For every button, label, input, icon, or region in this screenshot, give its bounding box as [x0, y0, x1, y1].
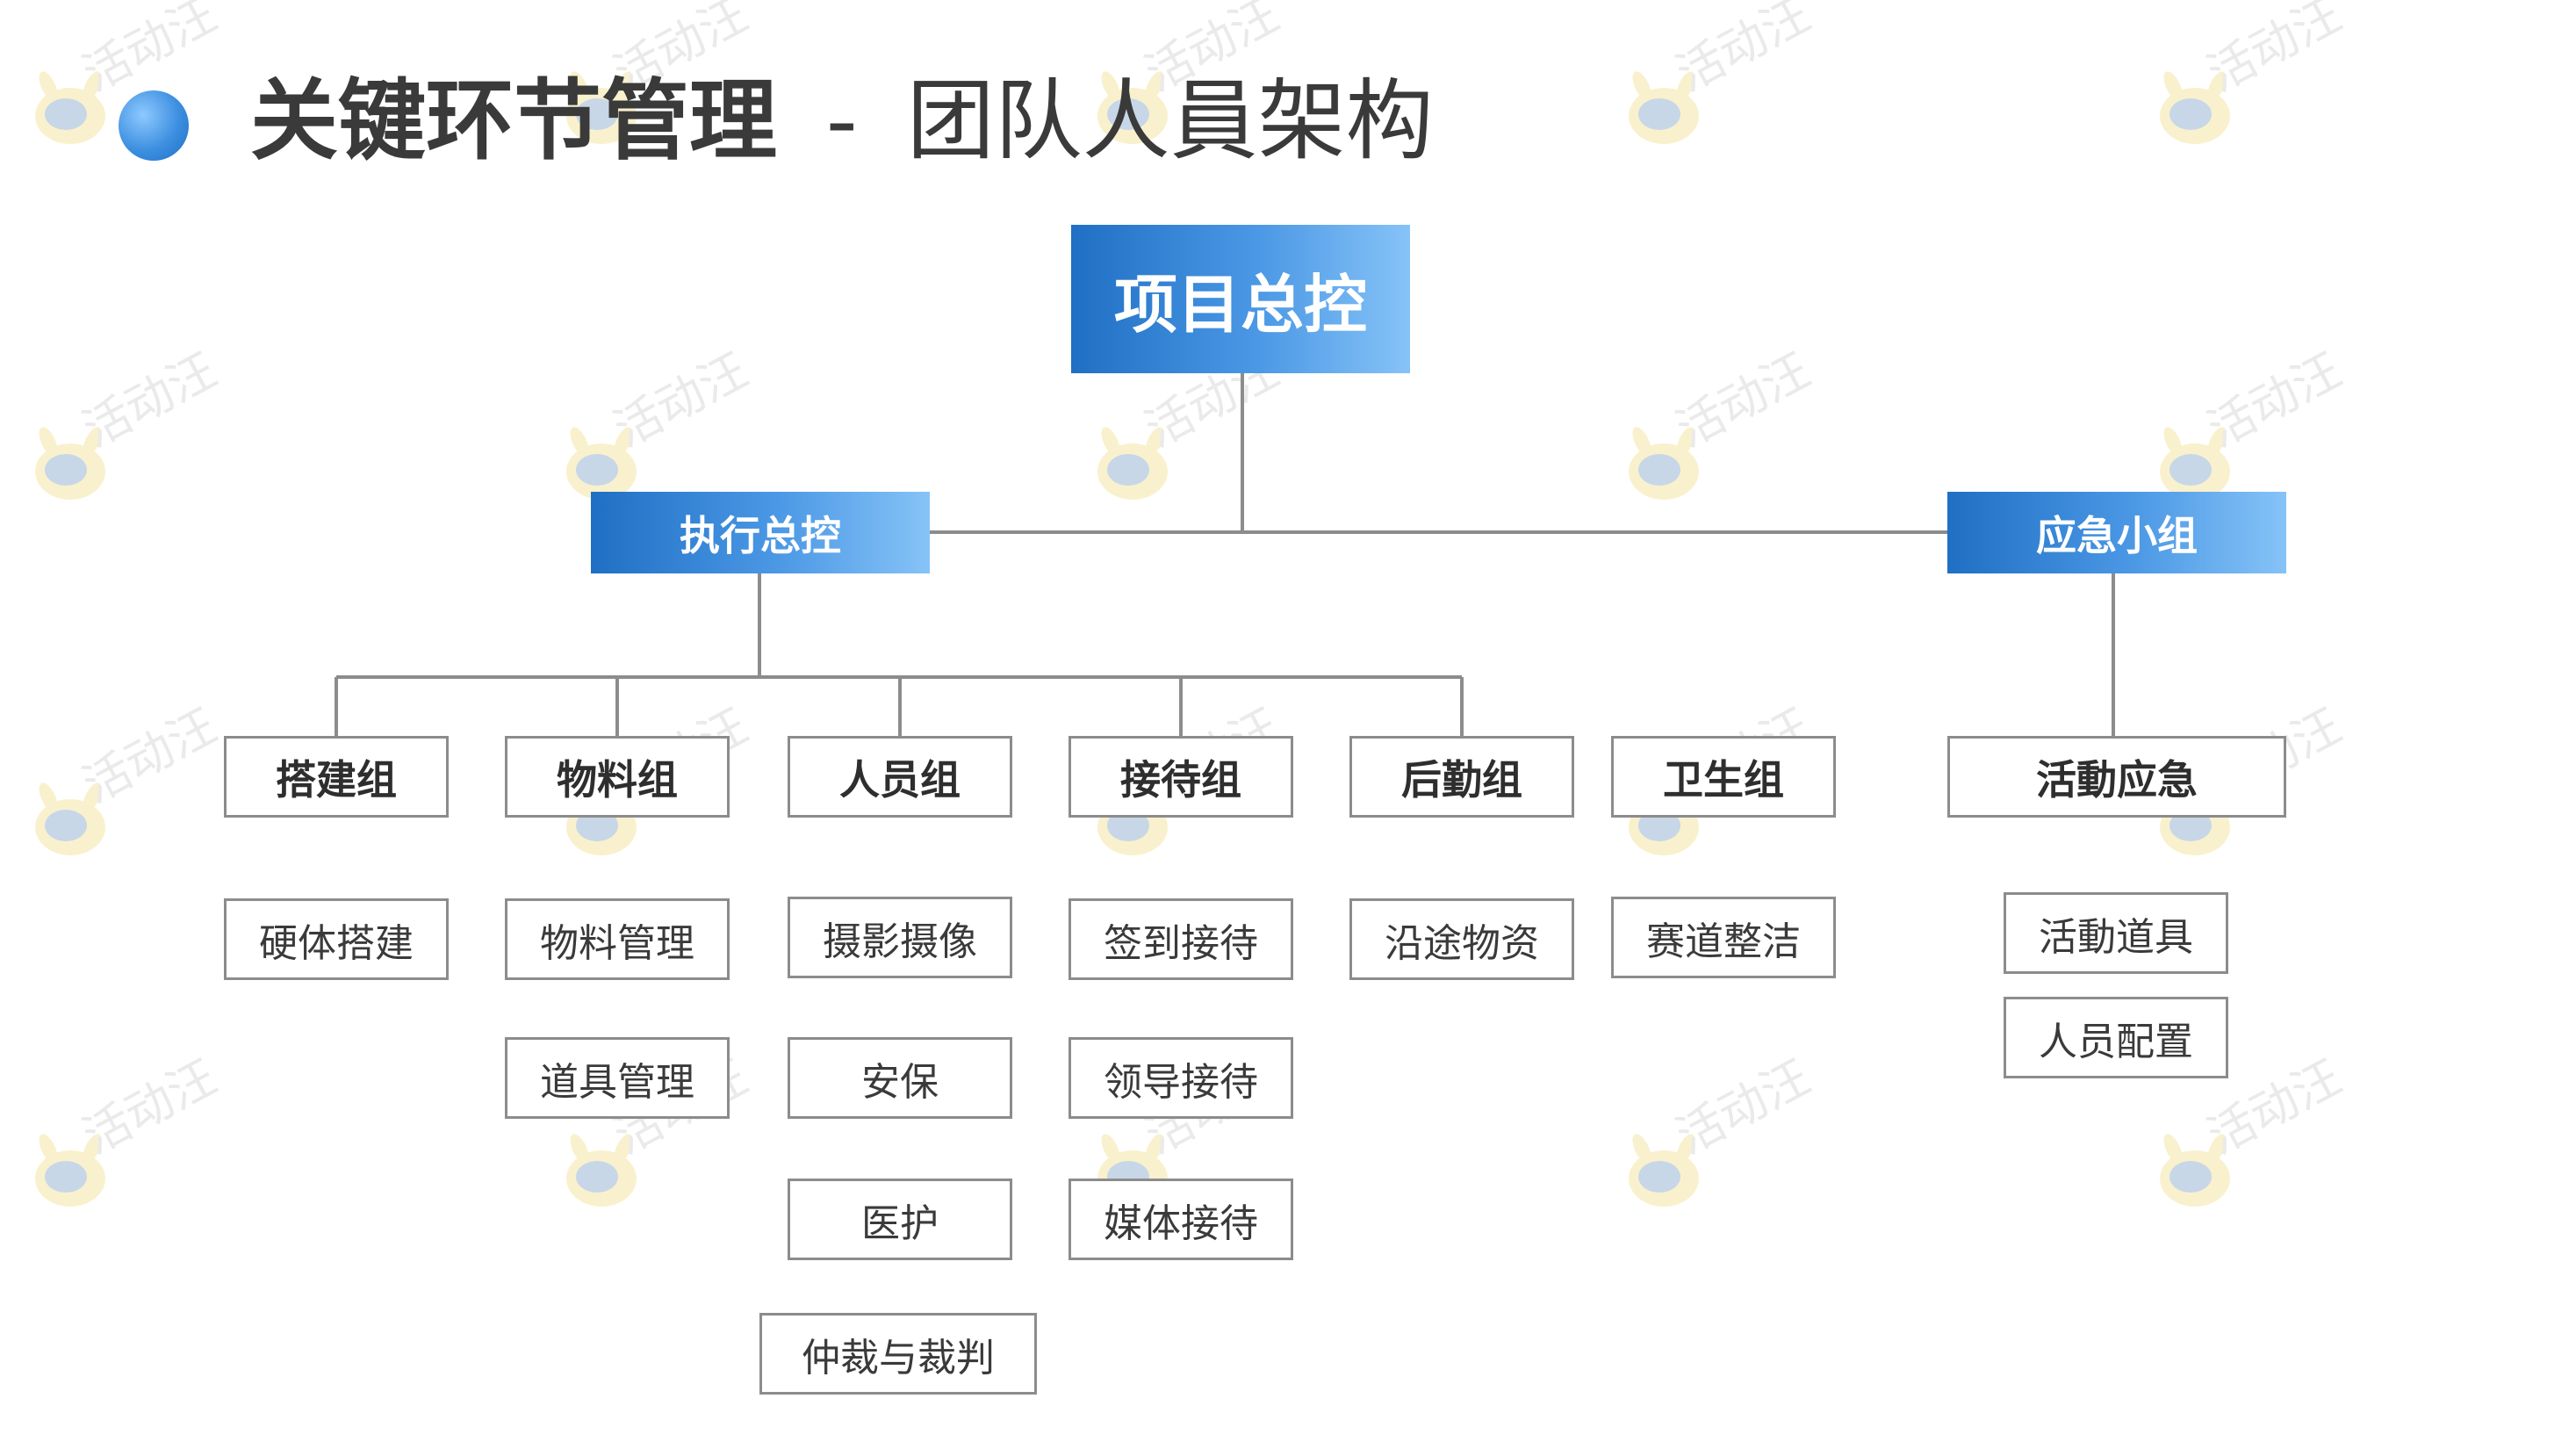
leaf-node: 道具管理 — [505, 1037, 730, 1119]
title-separator: - — [825, 69, 858, 172]
group-node: 后勤组 — [1349, 736, 1574, 818]
leaf-node: 领导接待 — [1069, 1037, 1293, 1119]
leaf-node: 安保 — [788, 1037, 1012, 1119]
group-node: 人员组 — [788, 736, 1012, 818]
leaf-node: 媒体接待 — [1069, 1179, 1293, 1260]
leaf-node: 仲裁与裁判 — [759, 1313, 1037, 1395]
exec-node: 执行总控 — [591, 492, 930, 573]
leaf-node: 医护 — [788, 1179, 1012, 1260]
title-sub: 团队人員架构 — [906, 69, 1434, 172]
leaf-node: 摄影摄像 — [788, 897, 1012, 978]
leaf-node: 硬体搭建 — [224, 898, 449, 980]
leaf-node: 物料管理 — [505, 898, 730, 980]
title-main: 关键环节管理 — [250, 69, 777, 172]
group-node: 卫生组 — [1611, 736, 1836, 818]
emergency-node: 应急小组 — [1947, 492, 2286, 573]
leaf-node: 沿途物资 — [1349, 898, 1574, 980]
leaf-node: 赛道整洁 — [1611, 897, 1836, 978]
page-title: 关键环节管理 - 团队人員架构 — [250, 68, 1434, 174]
group-node: 物料组 — [505, 736, 730, 818]
group-node: 搭建组 — [224, 736, 449, 818]
leaf-node: 活動道具 — [2004, 892, 2228, 974]
emergency-group-node: 活動应急 — [1947, 736, 2286, 818]
leaf-node: 签到接待 — [1069, 898, 1293, 980]
group-node: 接待组 — [1069, 736, 1293, 818]
leaf-node: 人员配置 — [2004, 997, 2228, 1078]
title-bullet-icon — [119, 90, 189, 161]
root-node: 项目总控 — [1071, 225, 1410, 373]
